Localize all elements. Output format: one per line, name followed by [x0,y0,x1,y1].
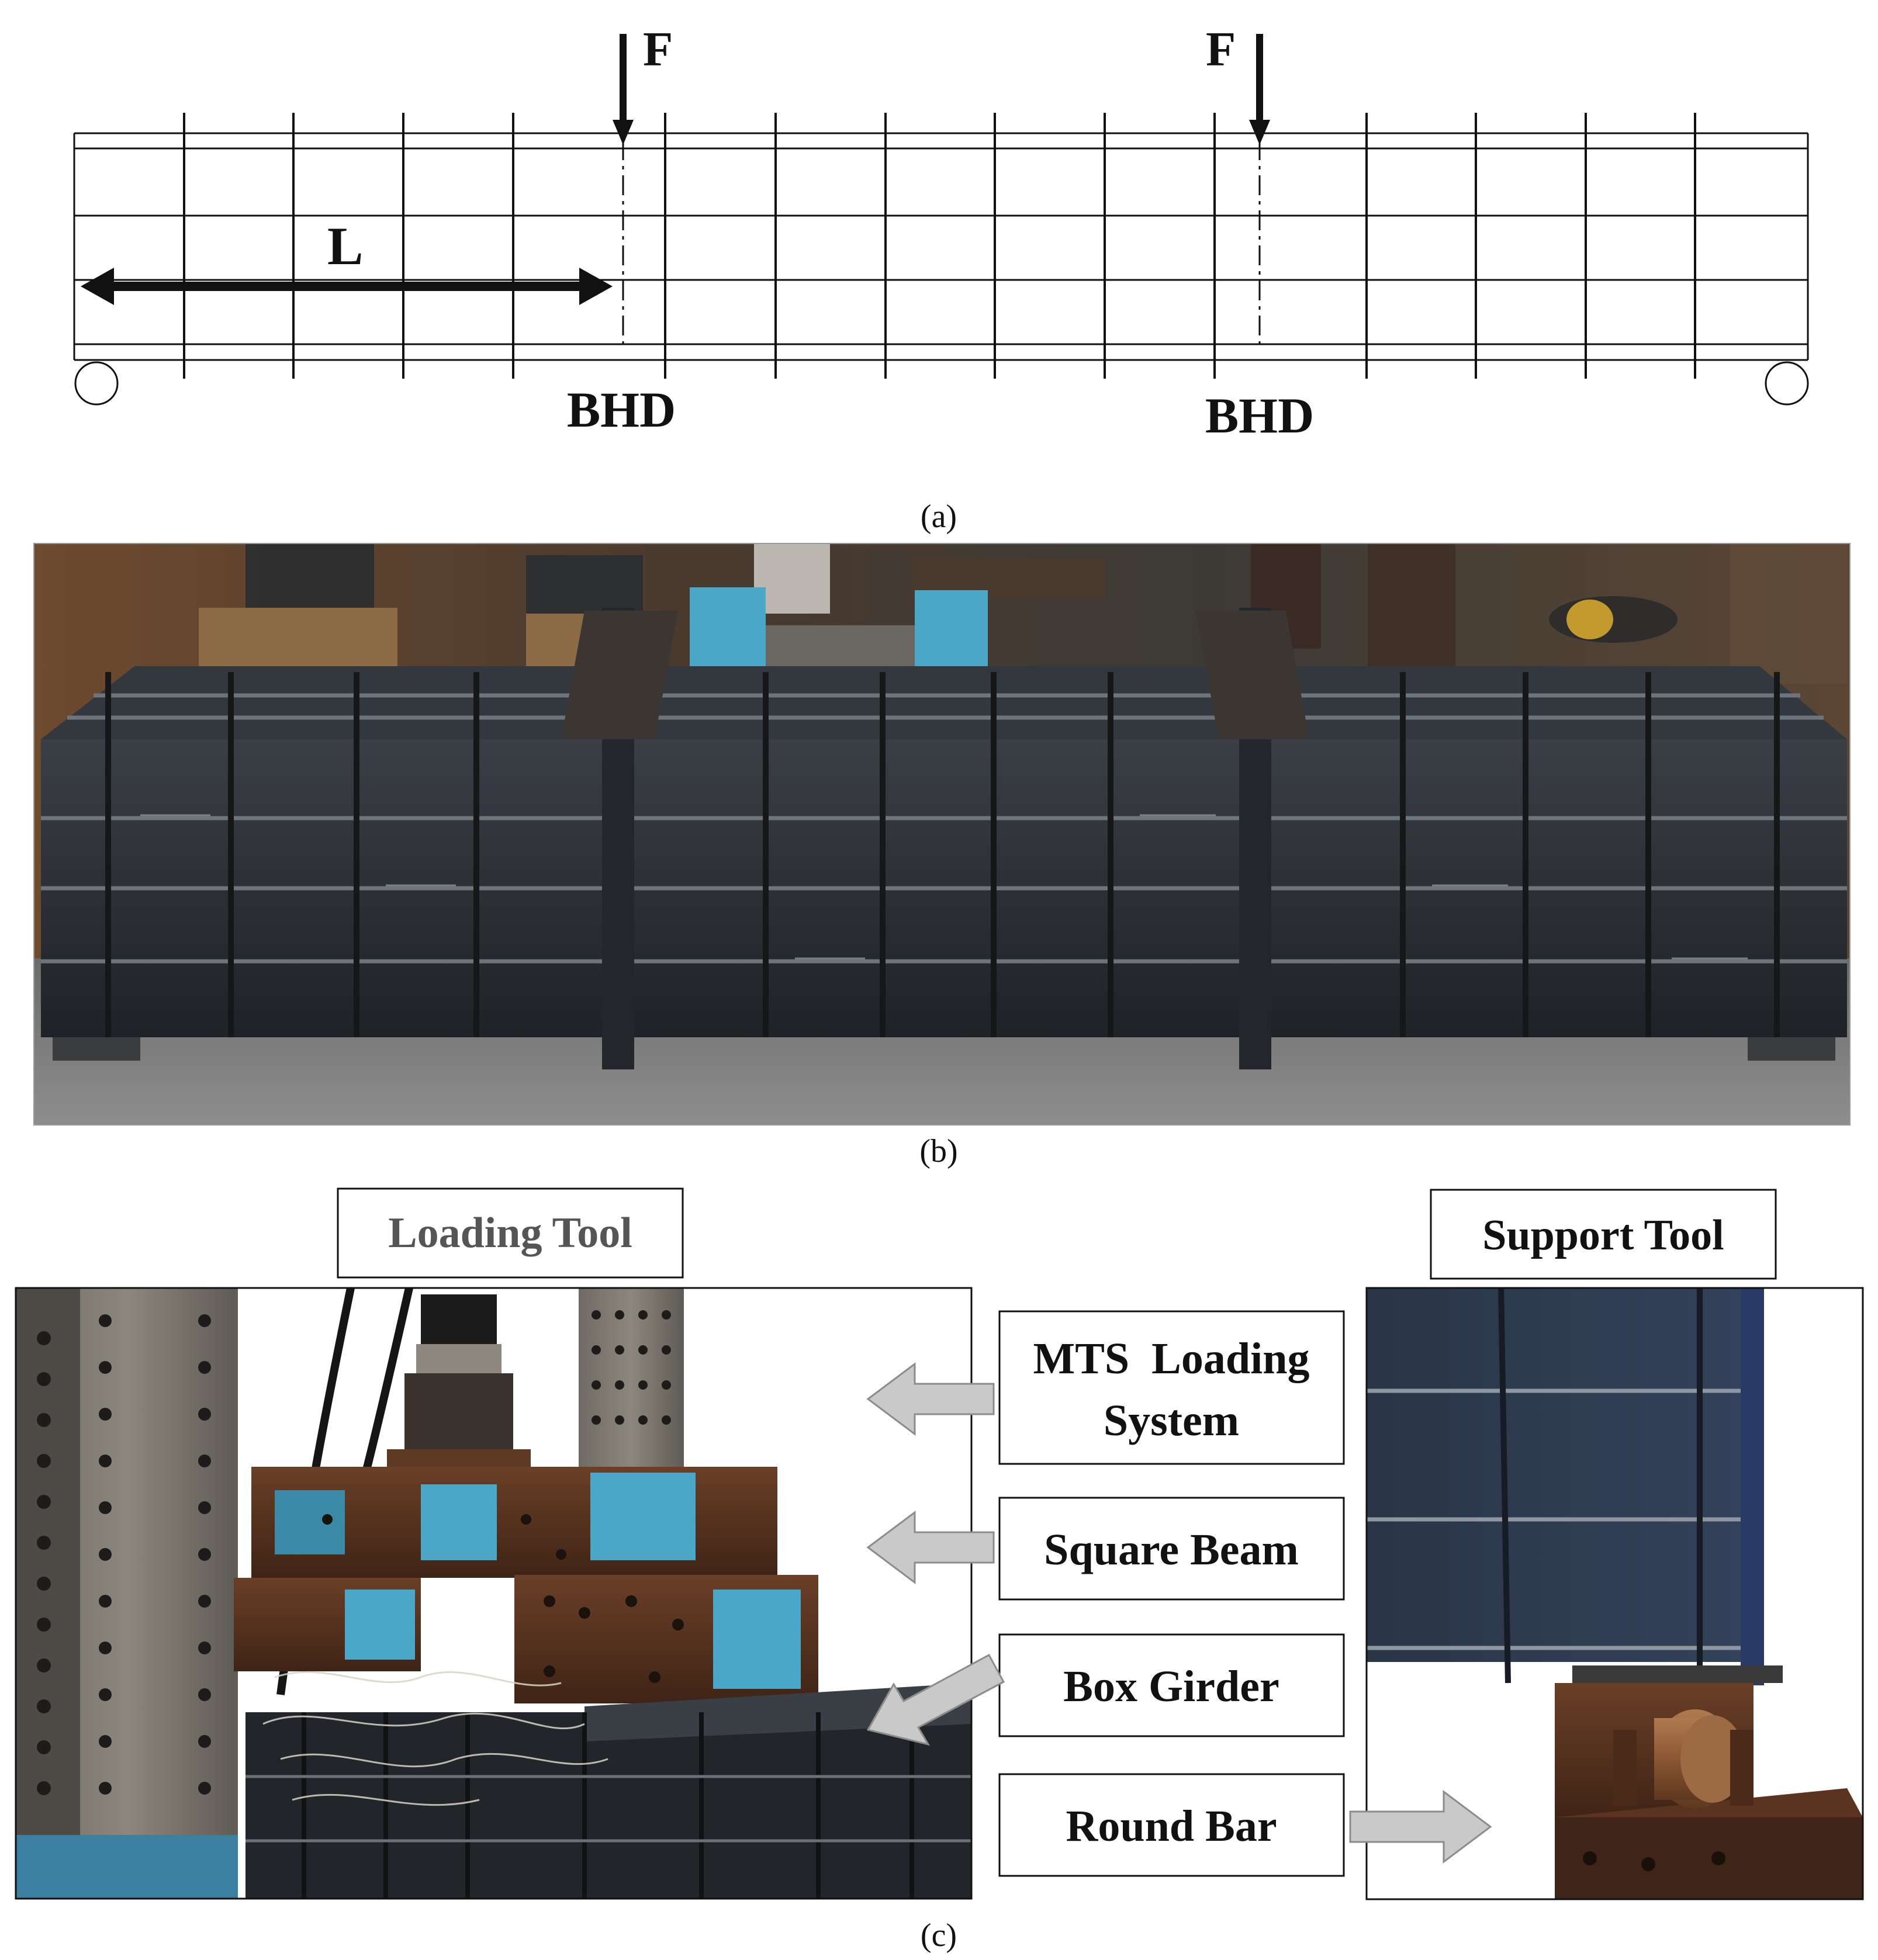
left-support-roller-icon [74,361,119,406]
force-label-right: F [1206,22,1236,77]
span-label: L [327,216,363,276]
arrow-to-round-bar-icon [1349,1790,1492,1864]
callout-box-girder-box [998,1633,1345,1737]
callout-box-girder: Box Girder [998,1633,1345,1737]
bulkhead-centerlines [622,140,1261,345]
support-tool-photo-frame [1365,1287,1864,1900]
callout-square-beam-box [998,1497,1345,1601]
callout-round-bar-label: Round Bar [1066,1802,1277,1851]
beam-outline [73,132,1809,361]
force-label-left: F [643,22,673,77]
beam-schematic: F F L BHD BHD [73,22,1809,444]
callout-square-beam-label: Square Beam [1044,1525,1299,1574]
callout-square-beam: Square Beam [998,1497,1345,1601]
support-tool-label: Support Tool [1482,1211,1724,1259]
support-tool-photo [1367,1288,1863,1899]
support-tool-label-box [1430,1189,1777,1280]
photo-b-frame [33,543,1851,1126]
frame-lines [183,113,1696,379]
bulkhead-label-left: BHD [567,382,676,438]
panel-label-b: (b) [919,1133,957,1169]
panel-label-a: (a) [921,498,957,535]
callout-round-bar-box [998,1773,1345,1877]
callout-mts-box [998,1310,1345,1465]
loading-tool-label-box [337,1187,684,1279]
callout-round-bar: Round Bar [998,1773,1345,1877]
right-support-roller-icon [1765,361,1809,406]
arrow-to-box-girder-icon [866,1653,1005,1746]
loading-tool-photo-frame [15,1287,973,1900]
bulkhead-label-right: BHD [1205,387,1314,444]
callout-mts: MTS Loading System [998,1310,1345,1465]
arrow-to-square-beam-icon [866,1511,995,1584]
callout-box-girder-label: Box Girder [1063,1662,1279,1711]
loading-tool-label: Loading Tool [388,1209,632,1257]
force-arrow-right-icon [1249,34,1270,145]
force-arrow-left-icon [613,34,634,145]
box-girder-photo [34,543,1850,1125]
callout-mts-line1: MTS Loading [1033,1334,1309,1383]
loading-tool-photo [16,1288,971,1899]
arrow-to-mts-icon [866,1362,995,1436]
callout-mts-line2: System [1104,1396,1239,1445]
panel-label-c: (c) [921,1917,957,1954]
span-dimension-arrow-icon [81,268,613,305]
